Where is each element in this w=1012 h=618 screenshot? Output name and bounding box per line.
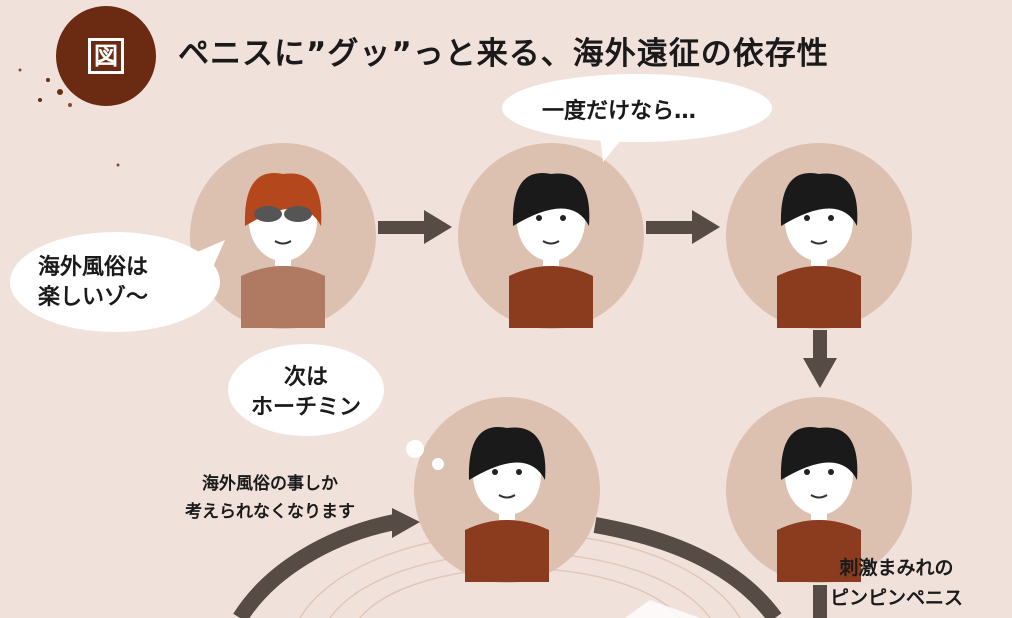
figure-hesitant — [458, 143, 644, 329]
speech-bubble-once — [502, 74, 772, 142]
caption-only-line2: 考えられなくなります — [185, 502, 355, 522]
bubble-fun-text: 海外風俗は 楽しいゾ〜 — [38, 253, 148, 313]
cycle-arrow-left — [233, 514, 397, 618]
caption-only: 海外風俗の事しか 考えられなくなります — [140, 470, 400, 526]
figure-friend — [190, 143, 376, 329]
caption-only-line1: 海外風俗の事しか — [202, 474, 338, 494]
figure-worried — [726, 143, 912, 329]
figure-badge: 図 — [88, 38, 124, 74]
page-title: ペニスに”グッ”っと来る、海外遠征の依存性 — [178, 36, 829, 72]
figure-excited — [726, 397, 912, 583]
bubble-next-line1: 次は — [283, 365, 328, 390]
caption-stim-line1: 刺激まみれの — [839, 557, 954, 579]
bubble-next-text: 次は ホーチミン — [236, 363, 376, 423]
flow-arrows — [378, 210, 837, 618]
arrowhead-icon — [392, 508, 420, 538]
cycle-arrow-right — [593, 517, 782, 618]
bubble-fun-line1: 海外風俗は — [38, 255, 149, 280]
figure-obsessed — [414, 397, 600, 583]
bubble-fun-line2: 楽しいゾ〜 — [38, 285, 149, 310]
caption-stim: 刺激まみれの ピンピンペニス — [830, 553, 963, 613]
thought-bubble-next — [228, 344, 384, 436]
bubble-once-text: 一度だけなら… — [542, 99, 697, 124]
bubble-next-line2: ホーチミン — [250, 395, 361, 420]
caption-stim-line2: ピンピンペニス — [830, 587, 964, 609]
badge-splatter-icon — [18, 6, 156, 167]
speech-bubble-fun — [10, 232, 220, 332]
